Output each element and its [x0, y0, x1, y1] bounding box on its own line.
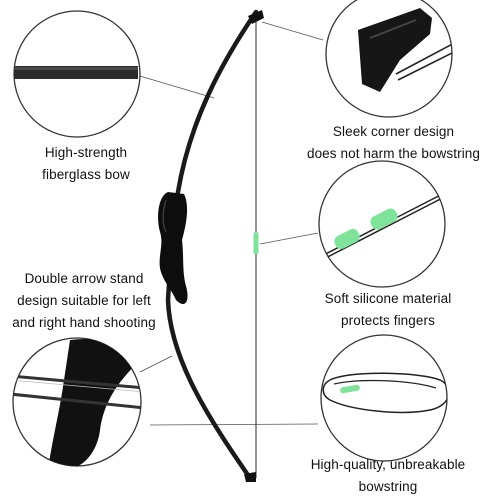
caption-arrow-stand-line-1: Double arrow stand [24, 271, 144, 286]
arrow-shaft-1 [13, 374, 141, 390]
caption-corner-line-2: does not harm the bowstring [306, 146, 481, 161]
silicone-pad-right [370, 208, 398, 230]
caption-silicone-line-2: protects fingers [341, 313, 435, 328]
detail-circle-bowstring [320, 334, 448, 462]
detail-circle-arrow-stand [12, 337, 142, 467]
leader-bowstring [149, 423, 319, 426]
caption-bowstring: High-quality, unbreakable bowstring [300, 454, 476, 498]
leader-lines [139, 21, 324, 426]
caption-arrow-stand-line-2: design suitable for left [17, 293, 151, 308]
caption-bowstring-line-2: bowstring [358, 479, 418, 494]
caption-corner: Sleek corner design does not harm the bo… [296, 121, 491, 165]
detail-circle-fiberglass [13, 10, 141, 138]
caption-fiberglass-line-1: High-strength [44, 145, 128, 160]
silicone-pad-left [334, 228, 360, 250]
grip-closeup [48, 339, 140, 466]
caption-fiberglass: High-strength fiberglass bow [20, 142, 152, 186]
detail-circle-silicone [318, 160, 446, 288]
leader-fiberglass [139, 75, 215, 99]
caption-arrow-stand-line-3: and right hand shooting [12, 315, 156, 330]
leader-stand [139, 355, 173, 373]
grip-highlight [162, 199, 167, 233]
coiled-bowstring [322, 372, 447, 414]
detail-circle-corner [325, 0, 453, 118]
leader-silicone [259, 232, 319, 245]
bow-bottom-tip [244, 472, 256, 482]
caption-bowstring-line-1: High-quality, unbreakable [310, 457, 466, 472]
bow-top-tip [248, 10, 264, 24]
caption-corner-line-1: Sleek corner design [332, 124, 455, 139]
string-closeup [395, 39, 452, 75]
bow-grip [158, 192, 188, 305]
caption-silicone: Soft silicone material protects fingers [300, 288, 476, 332]
limb-tip-closeup [358, 8, 432, 92]
caption-fiberglass-line-2: fiberglass bow [42, 167, 130, 182]
leader-corner [261, 21, 324, 41]
bowstring-silicone [340, 384, 360, 394]
caption-arrow-stand: Double arrow stand design suitable for l… [0, 268, 168, 334]
string-silicone-marker [253, 232, 259, 254]
caption-silicone-line-1: Soft silicone material [324, 291, 452, 306]
arrow-shaft-2 [13, 392, 141, 410]
